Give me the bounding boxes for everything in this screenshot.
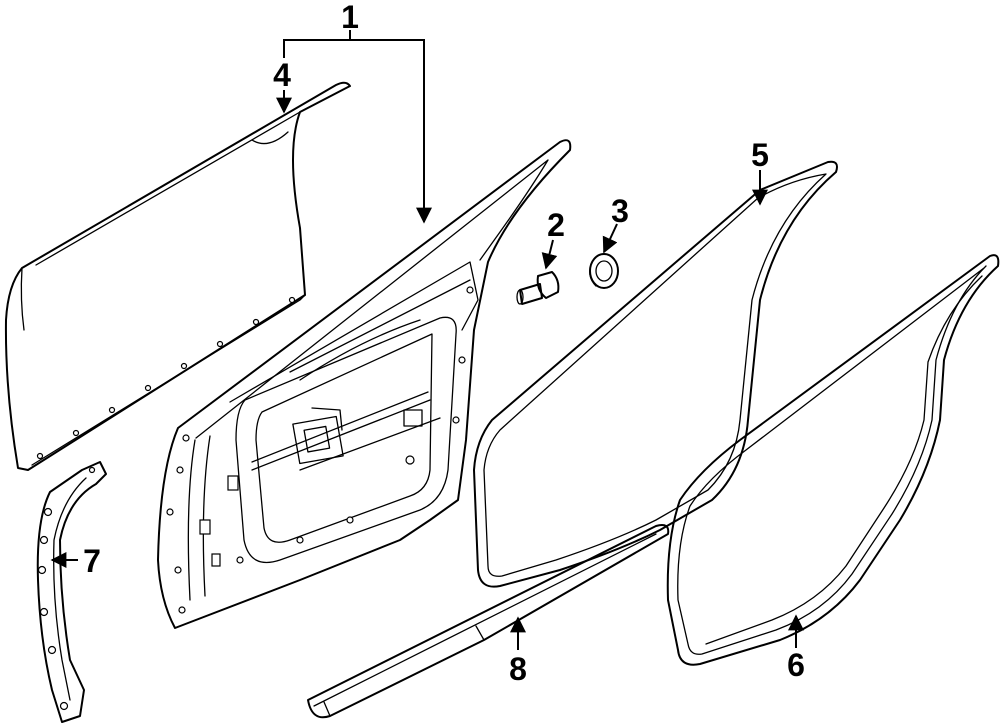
- callout-4: 4: [273, 57, 291, 93]
- hinge-reinforcement: [36, 461, 107, 723]
- grommet: [589, 253, 619, 289]
- door-opening-seal: [666, 254, 1000, 666]
- callout-3: 3: [611, 193, 629, 229]
- callout-2: 2: [547, 207, 565, 243]
- sill-molding: [307, 524, 670, 719]
- callout-5: 5: [751, 137, 769, 173]
- callout-7: 7: [83, 543, 101, 579]
- inner-frame-holes: [166, 286, 474, 614]
- leader-lines: [50, 30, 804, 650]
- inner-door-frame: [157, 139, 572, 629]
- leader-2: [541, 239, 558, 270]
- leader-3: [602, 223, 618, 254]
- leader-1-right: [350, 39, 432, 224]
- hinge-holes: [37, 466, 96, 711]
- callout-6: 6: [787, 647, 805, 683]
- outer-door-panel: [4, 81, 351, 471]
- door-weatherstrip: [473, 160, 838, 588]
- outer-panel-holes: [36, 296, 296, 460]
- callout-8: 8: [509, 651, 527, 687]
- callout-labels: 1 2 3 4 5 6 7 8: [83, 0, 805, 687]
- bolt: [516, 271, 560, 305]
- leader-1-left: [283, 39, 350, 58]
- callout-1: 1: [341, 0, 359, 35]
